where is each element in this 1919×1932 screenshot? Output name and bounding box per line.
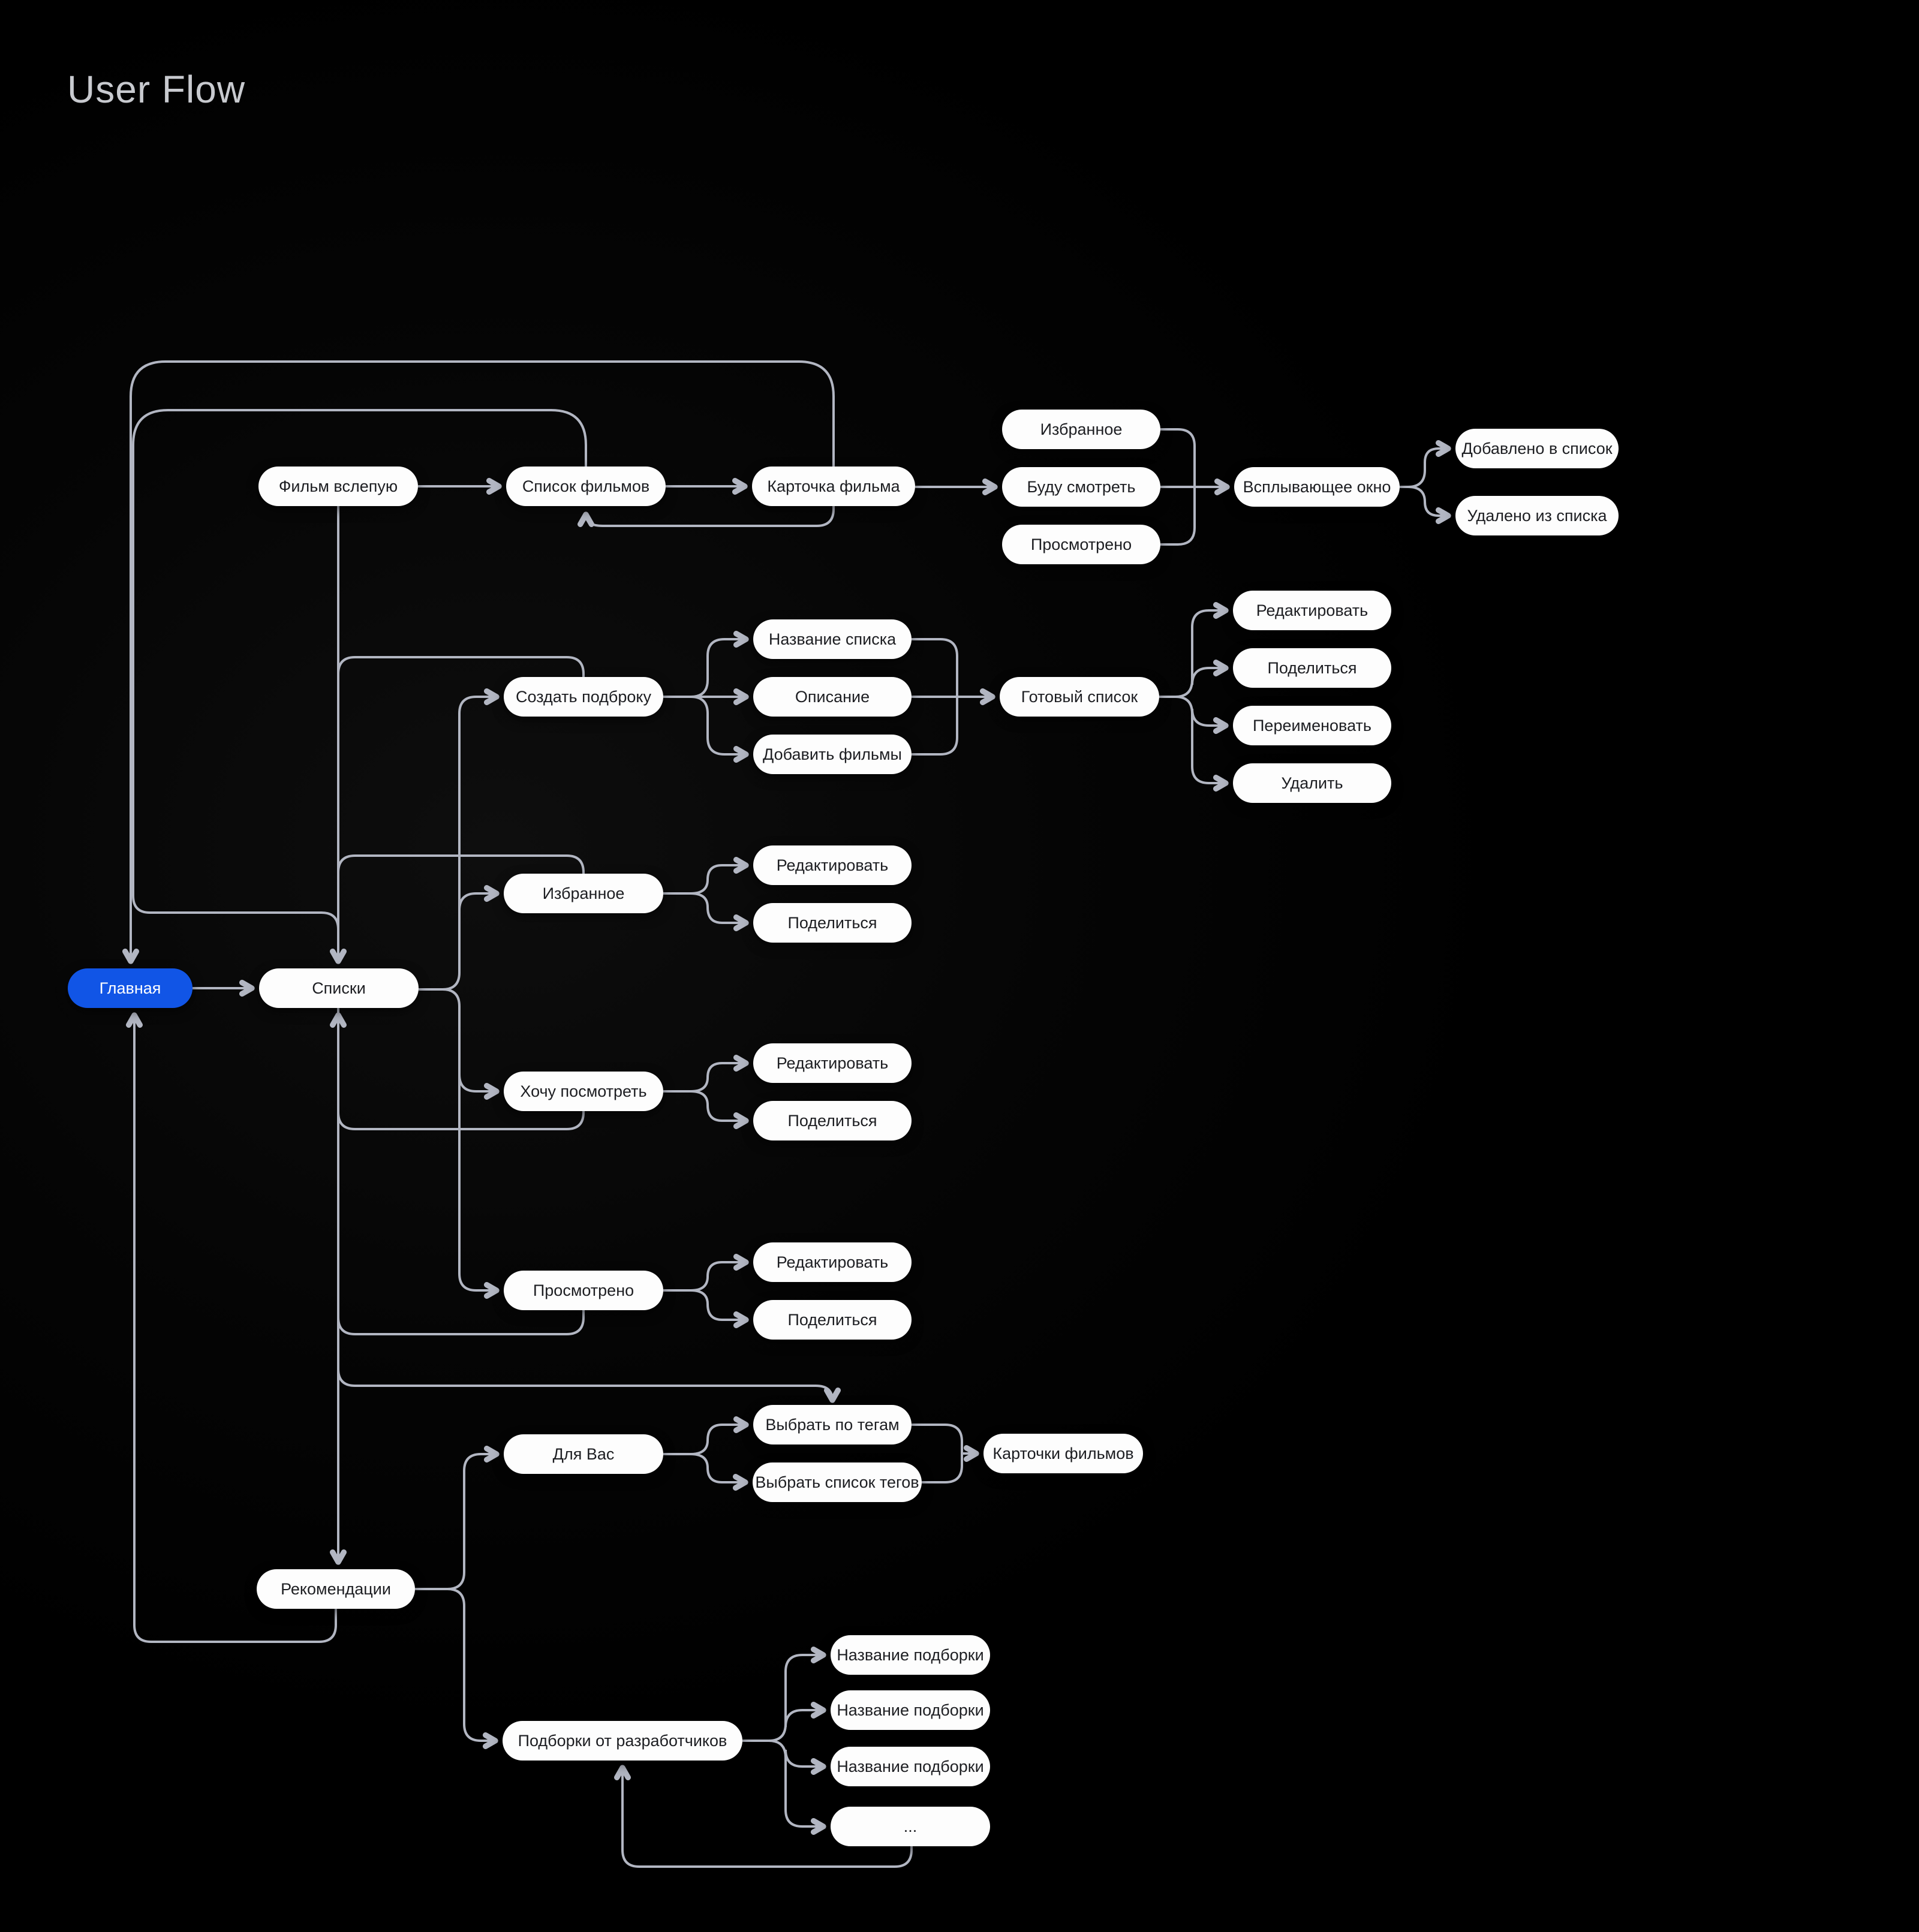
node-gotovyi-spisok: Готовый список [1000,677,1159,717]
node-pereimenovat: Переименовать [1233,706,1391,745]
node-kartochki-filmov: Карточки фильмов [983,1434,1143,1473]
page-title: User Flow [67,68,246,111]
node-spiski: Списки [259,968,419,1008]
node-opisanie: Описание [753,677,912,717]
node-udalit: Удалить [1233,763,1391,803]
node-khochu-redaktirovat: Редактировать [753,1043,912,1083]
node-dobavit-filmy: Добавить фильмы [753,735,912,774]
node-budu-smotret: Буду смотреть [1002,467,1160,507]
node-vybrat-spisok-tegov: Выбрать список тегов [753,1462,922,1502]
node-status-izbrannoe: Избранное [1002,410,1160,449]
node-nazvanie-spiska: Название списка [753,619,912,659]
node-film-vslepuyu: Фильм вслепую [258,467,418,506]
node-prosmotreno-redaktirovat: Редактировать [753,1242,912,1282]
node-prosmotreno-podelitsya: Поделиться [753,1300,912,1340]
node-dobavleno-v-spisok: Добавлено в список [1455,429,1619,468]
node-nazvanie-podborki-3: Название подборки [831,1747,990,1786]
node-prosmotreno: Просмотрено [504,1271,663,1310]
node-vybrat-po-tegam: Выбрать по тегам [753,1405,912,1445]
node-izbrannoe-redaktirovat: Редактировать [753,845,912,885]
node-gotovyi-redaktirovat: Редактировать [1233,591,1391,630]
node-glavnaya: Главная [68,968,192,1008]
node-podborki-ot-razrabotchikov: Подборки от разработчиков [503,1721,742,1761]
node-khochu-podelitsya: Поделиться [753,1101,912,1140]
node-status-prosmotreno: Просмотрено [1002,525,1160,564]
node-nazvanie-podborki-1: Название подборки [831,1635,990,1675]
node-izbrannoe: Избранное [504,874,663,913]
node-vsplyvayushchee-okno: Всплывающее окно [1234,467,1400,507]
node-more: ... [831,1807,990,1846]
node-sozdat-podborku: Создать подброку [504,677,663,717]
node-nazvanie-podborki-2: Название подборки [831,1690,990,1730]
node-khochu-posmotret: Хочу посмотреть [504,1072,663,1111]
node-kartochka-filma: Карточка фильма [752,467,915,506]
node-rekomendatsii: Рекомендации [257,1569,415,1609]
node-gotovyi-podelitsya: Поделиться [1233,648,1391,688]
node-dlya-vas: Для Вас [504,1434,663,1474]
node-izbrannoe-podelitsya: Поделиться [753,903,912,943]
node-spisok-filmov: Список фильмов [506,467,666,506]
node-udaleno-iz-spiska: Удалено из списка [1455,496,1619,535]
